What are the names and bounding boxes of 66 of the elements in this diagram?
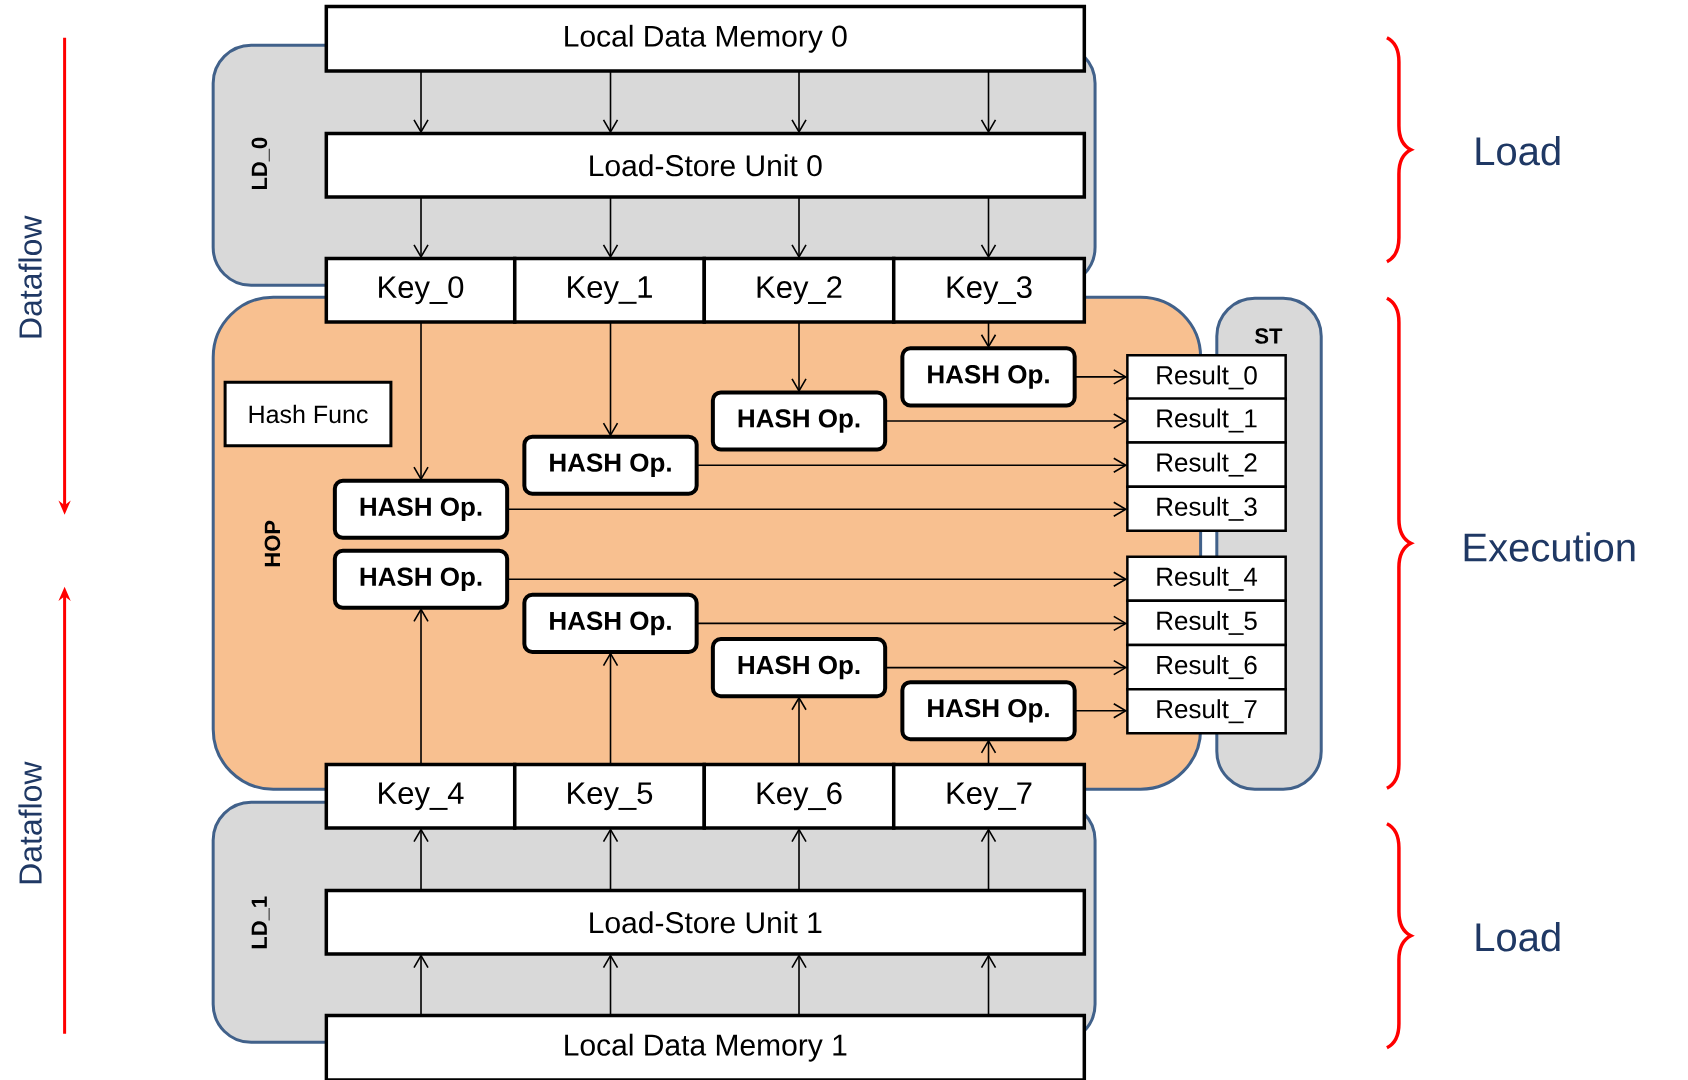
arrow (602, 70, 619, 134)
arrow (791, 321, 807, 393)
hash-op-box: HASH Op. (522, 592, 699, 654)
arrow (980, 321, 997, 349)
key-box: Key_7 (891, 762, 1087, 830)
arrow (602, 651, 619, 766)
result-box: Result_4 (1126, 555, 1287, 603)
arrow (980, 739, 997, 766)
arrow (413, 607, 429, 766)
result-box: Result_2 (1126, 441, 1287, 488)
hash-op-box: HASH Op. (710, 390, 888, 452)
result-box: Result_5 (1126, 599, 1287, 647)
hash-op-box: HASH Op. (900, 680, 1077, 742)
key-box: Key_3 (891, 256, 1087, 324)
result-box: Result_0 (1126, 354, 1287, 401)
arrow (980, 954, 997, 1017)
arrow (695, 457, 1128, 473)
result-box: Result_6 (1126, 643, 1287, 691)
arrow (791, 696, 807, 766)
key-box: Key_6 (702, 762, 896, 830)
arrow (413, 196, 429, 259)
key-box: Key_4 (324, 762, 517, 830)
arrow (413, 70, 429, 134)
memory-box: Local Data Memory 1 (324, 1013, 1087, 1080)
arrow (791, 828, 807, 892)
flow-label: Dataflow (18, 761, 42, 884)
arrow (980, 196, 997, 259)
arrow (980, 70, 997, 134)
memory-box: Local Data Memory 0 (324, 4, 1087, 73)
arrow (602, 321, 619, 437)
arrow (602, 196, 619, 259)
arrow (413, 321, 429, 481)
hash-function-box: Hash Func (223, 380, 393, 448)
arrow (602, 954, 619, 1017)
arrow (506, 571, 1128, 588)
arrow (1073, 702, 1128, 719)
arrow (695, 615, 1128, 632)
arrow (791, 196, 807, 259)
arrow (413, 954, 429, 1017)
phase-label: Load (1476, 922, 1560, 952)
arrow (980, 828, 997, 892)
flow-label: Dataflow (18, 215, 42, 338)
key-box: Key_5 (513, 762, 706, 830)
phase-label: Load (1476, 136, 1560, 166)
arrow (791, 70, 807, 134)
arrow (602, 828, 619, 892)
result-box: Result_3 (1126, 485, 1287, 533)
hash-op-box: HASH Op. (710, 637, 888, 699)
arrow (884, 659, 1128, 676)
hash-op-box: HASH Op. (900, 346, 1077, 408)
arrow (1073, 369, 1128, 385)
hash-op-box: HASH Op. (522, 434, 699, 496)
load-store-unit-box: Load-Store Unit 1 (324, 888, 1087, 956)
key-box: Key_2 (702, 256, 896, 324)
key-box: Key_1 (513, 256, 706, 324)
hash-op-box: HASH Op. (332, 548, 510, 610)
arrow (791, 954, 807, 1017)
load-store-unit-box: Load-Store Unit 0 (324, 131, 1087, 199)
phase-label: Execution (1464, 532, 1635, 562)
key-box: Key_0 (324, 256, 517, 324)
arrow (413, 828, 429, 892)
hash-op-box: HASH Op. (332, 478, 510, 540)
arrow (506, 501, 1128, 518)
result-box: Result_7 (1126, 687, 1287, 735)
arrow (884, 413, 1128, 429)
result-box: Result_1 (1126, 397, 1287, 444)
